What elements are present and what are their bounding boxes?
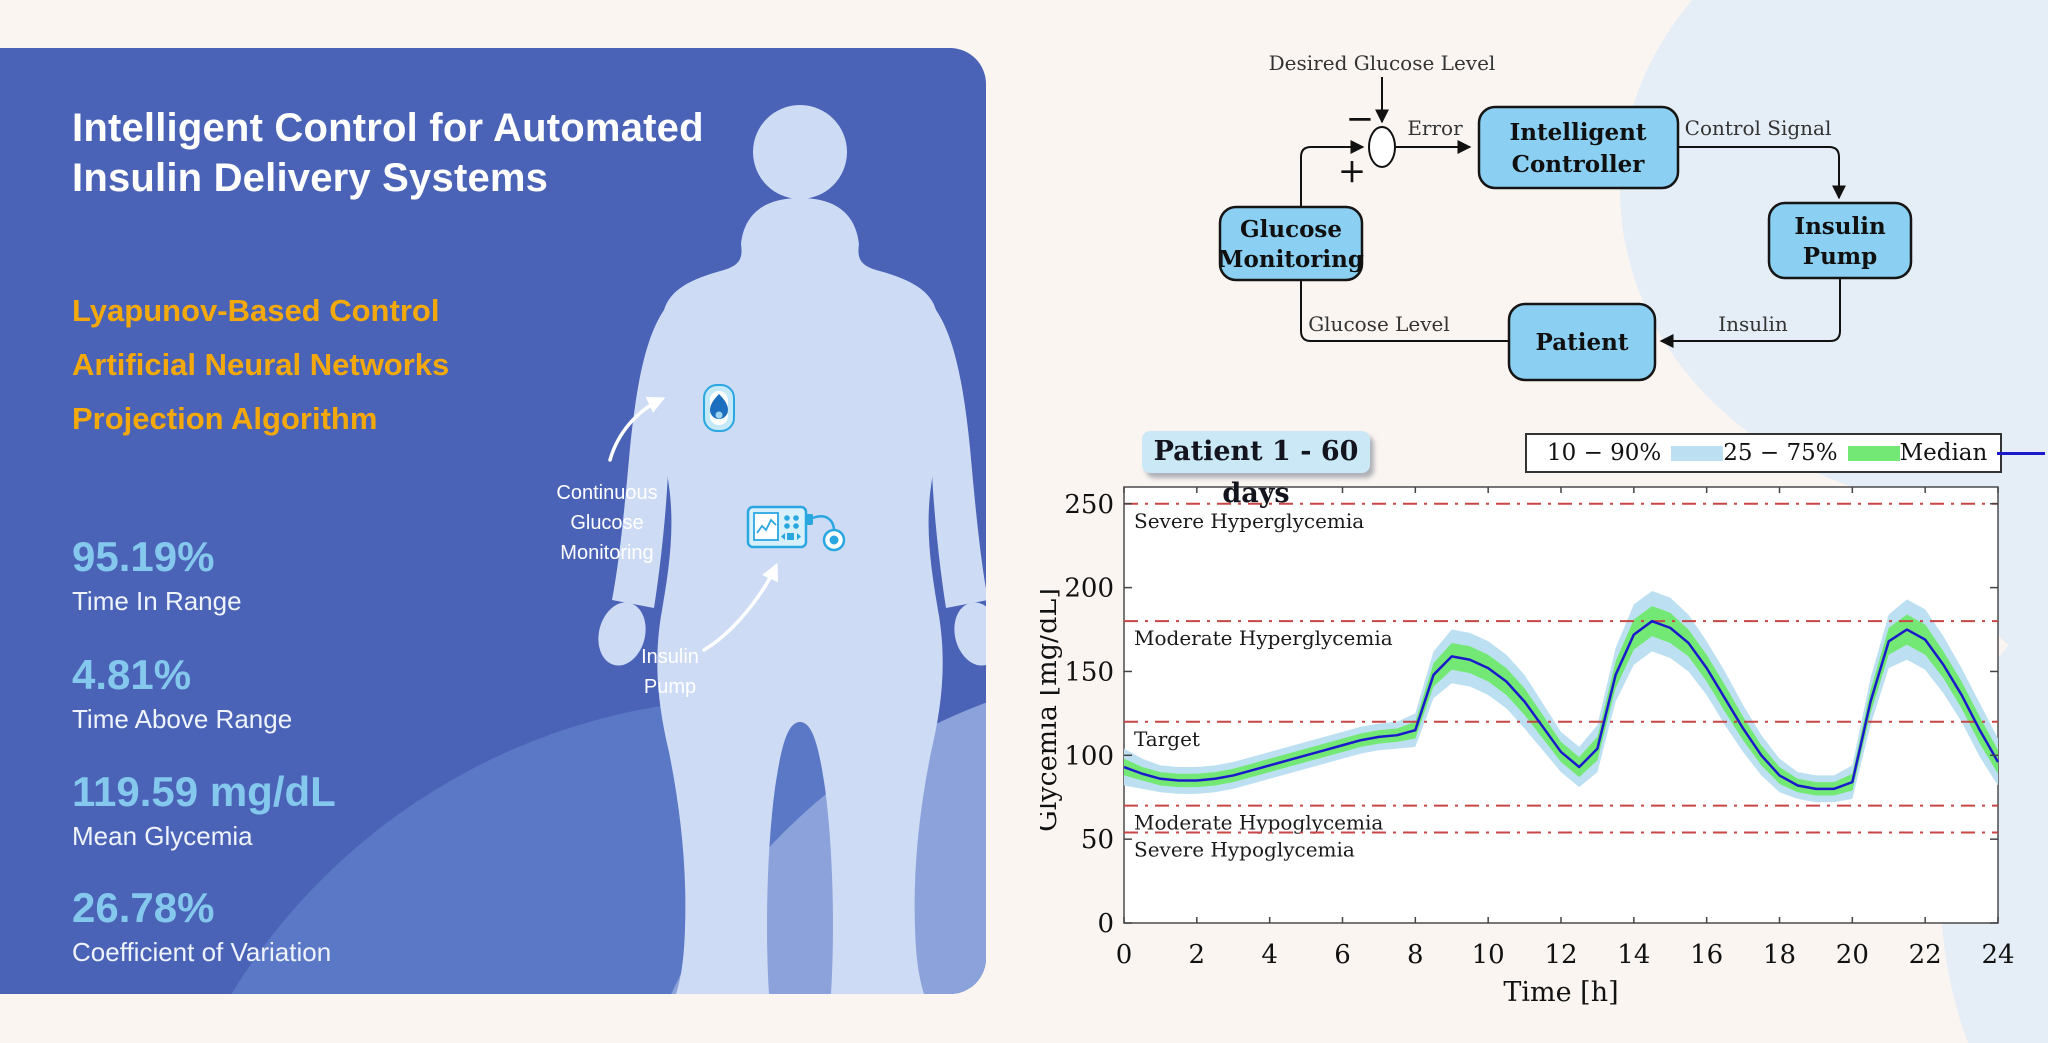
glucose-level-label: Glucose Level [1308, 312, 1450, 336]
title-line-1: Intelligent Control for Automated [72, 105, 704, 150]
stat-time-above-range: 4.81% Time Above Range [72, 651, 292, 734]
svg-text:4: 4 [1261, 940, 1278, 970]
svg-text:8: 8 [1407, 940, 1424, 970]
body-figure [231, 105, 986, 994]
svg-text:200: 200 [1064, 574, 1114, 604]
svg-text:14: 14 [1617, 940, 1650, 970]
svg-text:16: 16 [1690, 940, 1723, 970]
control-signal-label: Control Signal [1685, 116, 1832, 140]
cgm-callout-label: Continuous Glucose Monitoring [497, 478, 717, 568]
minus-sign: − [1346, 99, 1375, 139]
glycemia-chart: Patient 1 - 60 days 10 − 90% 25 − 75% Me… [1040, 425, 2046, 1015]
stat-value: 4.81% [72, 651, 192, 698]
pump-label-line: Pump [643, 676, 697, 698]
pump-arrow-icon [702, 562, 779, 652]
band-blue-swatch-icon [1671, 445, 1724, 461]
title-line-2: Insulin Delivery Systems [72, 155, 549, 200]
stat-label: Time In Range [72, 586, 242, 616]
cgm-arrow-icon [608, 396, 666, 462]
stat-label: Mean Glycemia [72, 821, 253, 851]
svg-text:0: 0 [1116, 940, 1133, 970]
feedback-arrow [1300, 140, 1365, 207]
svg-text:Moderate Hyperglycemia: Moderate Hyperglycemia [1134, 626, 1393, 650]
svg-text:20: 20 [1836, 940, 1869, 970]
node-label: Pump [1803, 243, 1877, 270]
svg-text:250: 250 [1064, 490, 1114, 520]
stat-mean-glycemia: 119.59 mg/dL Mean Glycemia [72, 768, 336, 851]
node-label: Insulin [1794, 213, 1886, 240]
page-title: Intelligent Control for Automated Insuli… [72, 103, 732, 203]
legend-item-25-75: 25 − 75% [1723, 440, 1900, 466]
svg-text:22: 22 [1909, 940, 1942, 970]
svg-text:150: 150 [1064, 657, 1114, 687]
cgm-label-line: Monitoring [560, 542, 654, 564]
setpoint-label: Desired Glucose Level [1269, 51, 1496, 75]
node-label: Controller [1512, 151, 1646, 178]
legend-label: 25 − 75% [1723, 440, 1838, 466]
svg-text:10: 10 [1472, 940, 1505, 970]
svg-text:6: 6 [1334, 940, 1351, 970]
band-green-swatch-icon [1847, 445, 1900, 461]
node-label: Glucose [1240, 216, 1342, 243]
summing-junction-icon [1368, 126, 1396, 168]
insulin-arrow [1659, 278, 1841, 348]
svg-text:100: 100 [1064, 741, 1114, 771]
method-item: Lyapunov-Based Control [72, 293, 440, 328]
node-label: Monitoring [1218, 246, 1364, 273]
stat-value: 26.78% [72, 884, 215, 931]
stat-coefficient-variation: 26.78% Coefficient of Variation [72, 884, 331, 967]
median-line-swatch-icon [1997, 451, 2046, 455]
svg-text:0: 0 [1097, 909, 1114, 939]
node-label: Patient [1536, 329, 1629, 356]
pump-label-line: Insulin [641, 646, 699, 668]
control-loop-diagram: − + Desired Glucose Level Error Control … [1218, 51, 1913, 382]
svg-text:Severe Hypoglycemia: Severe Hypoglycemia [1134, 837, 1355, 861]
node-label: Intelligent [1509, 119, 1646, 146]
cgm-label-line: Continuous [556, 482, 658, 504]
svg-text:24: 24 [1981, 940, 2014, 970]
svg-text:12: 12 [1544, 940, 1577, 970]
pump-callout-label: Insulin Pump [560, 642, 780, 702]
svg-text:Glycemia [mg/dL]: Glycemia [mg/dL] [1040, 588, 1063, 832]
node-glucose-monitoring: Glucose Monitoring [1218, 205, 1364, 282]
legend-item-median: Median [1900, 440, 2046, 466]
plus-sign: + [1338, 151, 1367, 191]
methods-list: Lyapunov-Based Control Artificial Neural… [72, 284, 449, 446]
method-item: Projection Algorithm [72, 401, 378, 436]
stat-time-in-range: 95.19% Time In Range [72, 533, 242, 616]
svg-text:Target: Target [1134, 727, 1200, 751]
chart-legend: 10 − 90% 25 − 75% Median [1525, 433, 2046, 473]
insulin-pump-icon [746, 505, 846, 552]
legend-label: Median [1899, 440, 1988, 466]
svg-text:2: 2 [1189, 940, 1206, 970]
error-label: Error [1407, 116, 1463, 140]
glucose-level-wire [1300, 280, 1509, 342]
cgm-label-line: Glucose [570, 512, 644, 534]
stat-value: 119.59 mg/dL [72, 768, 336, 815]
chart-title-badge: Patient 1 - 60 days [1142, 431, 1370, 509]
node-insulin-pump: Insulin Pump [1767, 201, 1913, 280]
legend-item-10-90: 10 − 90% [1547, 440, 1724, 466]
left-panel: Intelligent Control for Automated Insuli… [0, 48, 986, 994]
svg-text:Time [h]: Time [h] [1503, 977, 1618, 1008]
svg-text:Severe Hyperglycemia: Severe Hyperglycemia [1134, 509, 1364, 533]
stat-label: Time Above Range [72, 704, 293, 734]
node-patient: Patient [1507, 302, 1657, 382]
legend-label: 10 − 90% [1547, 440, 1662, 466]
cgm-sensor-icon [703, 384, 735, 432]
svg-text:18: 18 [1763, 940, 1796, 970]
stat-value: 95.19% [72, 533, 215, 580]
method-item: Artificial Neural Networks [72, 347, 450, 382]
node-intelligent-controller: Intelligent Controller [1477, 105, 1680, 190]
insulin-label: Insulin [1718, 312, 1788, 336]
control-signal-arrow [1678, 146, 1846, 200]
svg-text:50: 50 [1081, 825, 1114, 855]
svg-text:Moderate Hypoglycemia: Moderate Hypoglycemia [1134, 811, 1383, 835]
stat-label: Coefficient of Variation [72, 937, 332, 967]
